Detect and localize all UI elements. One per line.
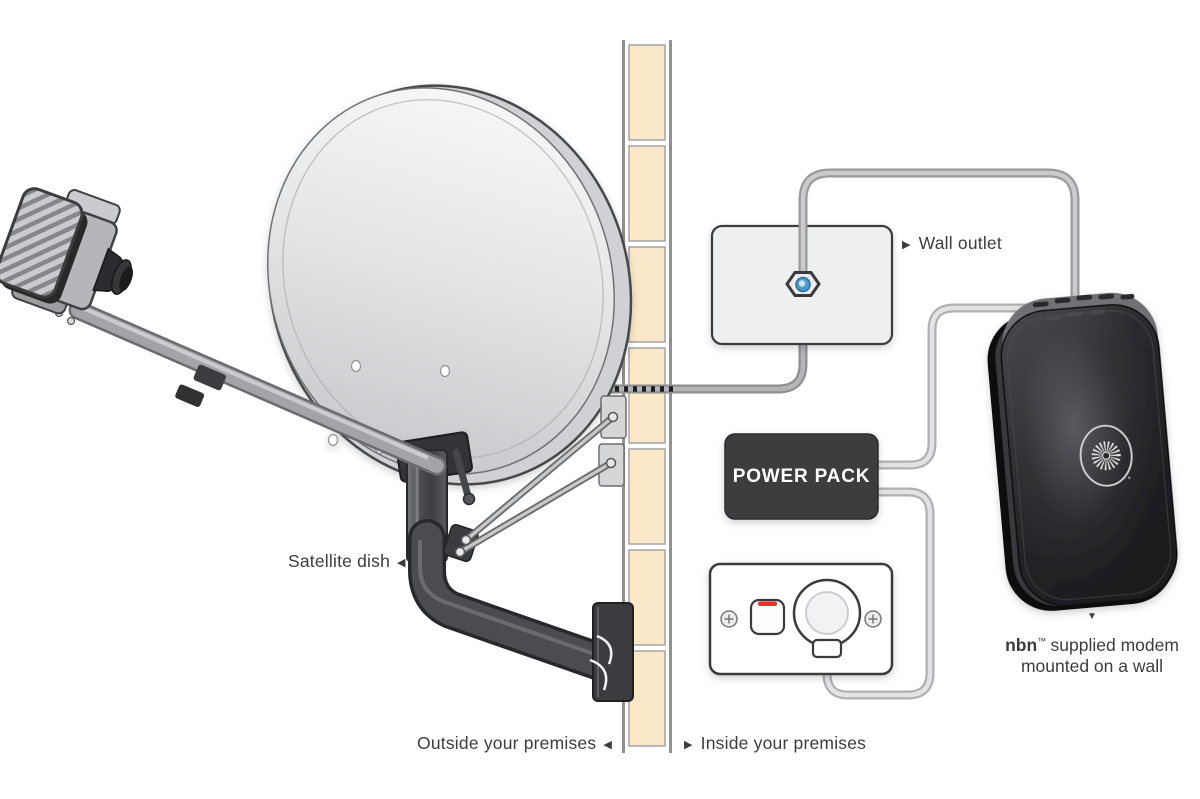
satellite-dish — [267, 84, 633, 486]
cable-powerpack-to-modem — [878, 303, 1085, 470]
satellite-dish-label-text: Satellite dish — [288, 551, 391, 571]
modem-caption-line2: mounted on a wall — [1020, 655, 1164, 676]
dish-rivet — [327, 433, 339, 447]
inside-premises-label-text: Inside your premises — [700, 733, 867, 753]
wall-brick — [628, 246, 666, 343]
modem-nbn-logo-icon — [1079, 424, 1133, 487]
boom-bolt — [66, 316, 76, 326]
wall-brick — [628, 145, 666, 242]
lnb-feed-horn — [0, 187, 133, 315]
strut-bolt — [607, 411, 619, 423]
cable-dish-to-outlet — [470, 343, 808, 394]
strut-bolt — [454, 546, 466, 558]
coax-connector — [785, 271, 821, 297]
connector-center — [798, 280, 806, 287]
dish-rivet — [350, 359, 362, 373]
outside-premises-label: Outside your premises ◀ — [417, 733, 612, 754]
pointer-left-icon: ◀ — [603, 738, 612, 751]
satellite-dish-label: Satellite dish ◀ — [288, 551, 406, 572]
wall-brick — [628, 44, 666, 141]
pointer-left-icon: ◀ — [397, 556, 406, 569]
pointer-right-icon: ▶ — [902, 238, 911, 251]
boom-clamp — [193, 364, 226, 391]
outside-premises-label-text: Outside your premises — [417, 733, 597, 753]
lnb-striped-plate — [0, 187, 84, 299]
wall-brick — [628, 549, 666, 646]
screw-left-icon — [720, 610, 738, 628]
boom-clamp — [175, 384, 205, 407]
switch-red-indicator — [758, 601, 777, 606]
cable-powerpack-to-socket — [822, 487, 935, 700]
power-socket — [708, 562, 894, 676]
power-pack-label: POWER PACK — [732, 465, 871, 487]
cable-tie — [596, 634, 613, 665]
wall-cross-section — [622, 40, 672, 753]
pointer-right-icon: ▶ — [684, 738, 693, 751]
inside-premises-label: ▶ Inside your premises — [684, 733, 866, 754]
dish-reflector-face — [267, 87, 615, 475]
screw-right-icon — [864, 610, 882, 628]
wall-brick — [628, 347, 666, 444]
wall-outlet-label-text: Wall outlet — [918, 233, 1002, 253]
starburst — [1091, 441, 1121, 471]
power-plug — [792, 578, 862, 659]
strut-bolt — [460, 534, 472, 546]
wall-outlet-label: ▶ Wall outlet — [902, 233, 1002, 254]
plug-tab — [811, 638, 843, 659]
nbn-modem — [987, 292, 1178, 611]
cable-tie — [589, 658, 608, 691]
pointer-down-icon: ▼ — [1087, 611, 1097, 622]
wall-brick — [628, 650, 666, 747]
wall-brick — [628, 448, 666, 545]
power-switch — [749, 598, 786, 636]
adjustment-lever — [452, 448, 472, 500]
strut-bolt — [605, 457, 617, 469]
cable-outlet-to-modem — [798, 168, 1080, 330]
mount-wall-plate — [592, 602, 634, 702]
power-pack-box — [724, 433, 879, 520]
dish-rivet — [439, 364, 451, 378]
dish-boom-arm — [54, 300, 447, 476]
